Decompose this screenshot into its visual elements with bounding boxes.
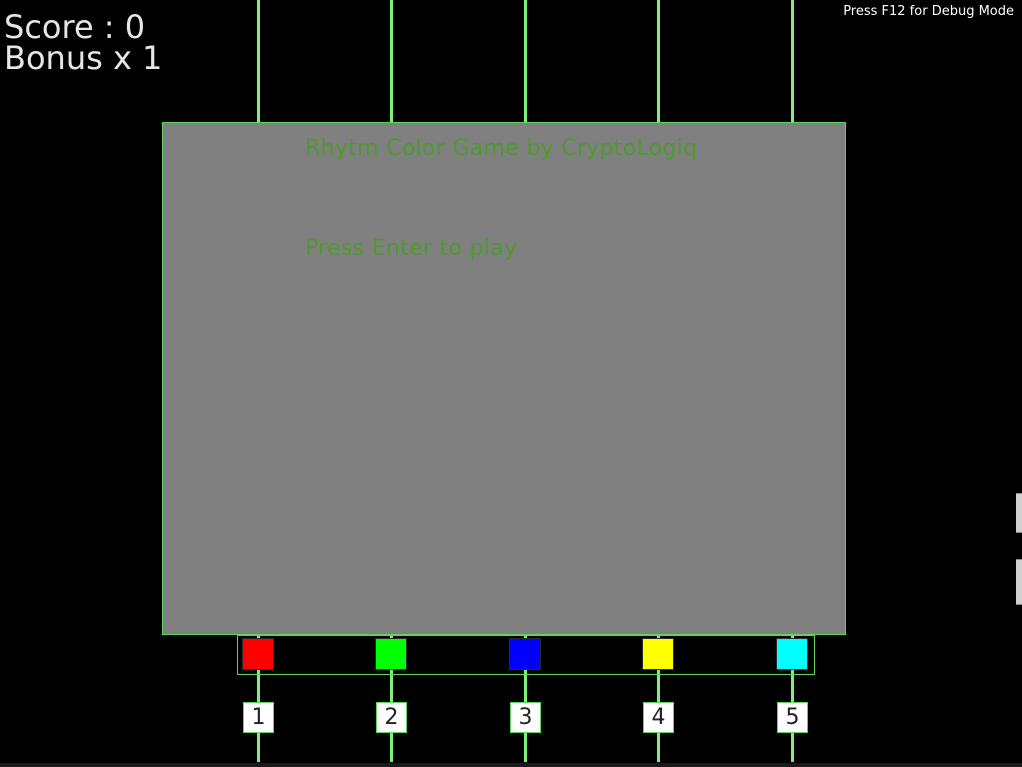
key-label-3: 3 [510,702,541,733]
hit-pad-green[interactable] [375,638,407,670]
hit-pad-red[interactable] [242,638,274,670]
key-label-5: 5 [777,702,808,733]
hit-pad-yellow[interactable] [642,638,674,670]
hit-pad-blue[interactable] [509,638,541,670]
key-label-1: 1 [243,702,274,733]
score-display: Score : 0 [4,8,146,46]
window-edge-tab-upper [1016,493,1022,533]
key-label-4: 4 [643,702,674,733]
bonus-display: Bonus x 1 [4,39,163,77]
start-prompt[interactable]: Press Enter to play [305,236,518,261]
debug-mode-hint: Press F12 for Debug Mode [843,4,1014,19]
hit-pad-tray [237,635,815,675]
bottom-strip [0,763,1022,767]
game-title: Rhytm Color Game by CryptoLogiq [305,136,698,161]
title-panel: Rhytm Color Game by CryptoLogiq Press En… [162,122,846,635]
hit-pad-cyan[interactable] [776,638,808,670]
key-label-2: 2 [376,702,407,733]
window-edge-tab-lower [1016,559,1022,605]
